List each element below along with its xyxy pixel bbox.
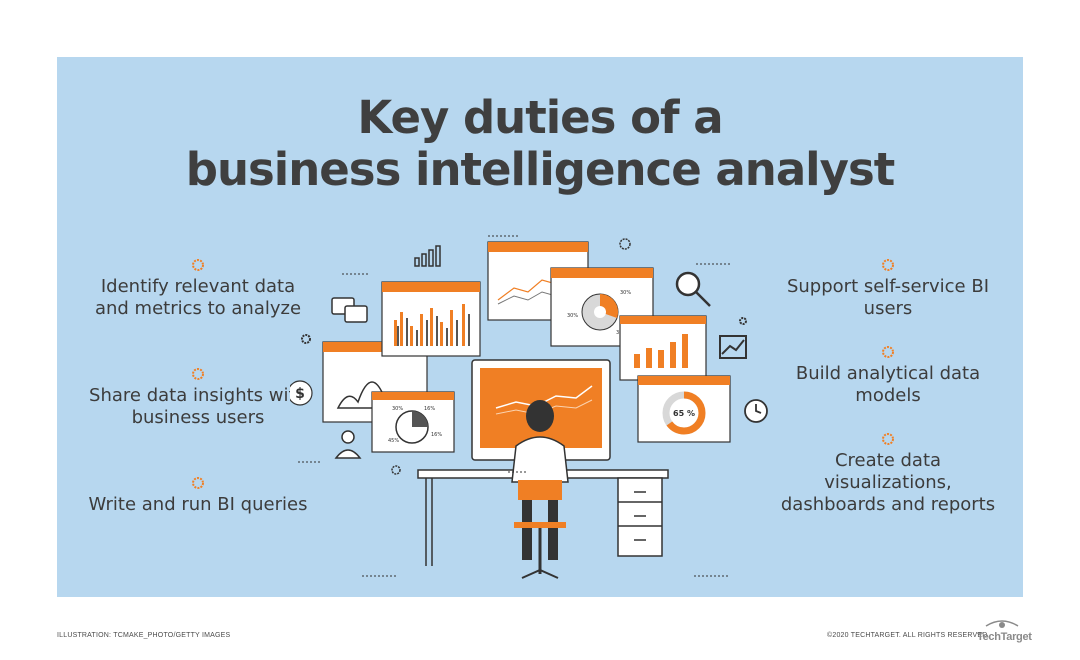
svg-text:45%: 45% — [388, 438, 399, 444]
duty-text: Support self-service BI users — [786, 276, 990, 319]
small-pie-window: 30% 16% 45% 16% — [371, 391, 455, 453]
donut-chart-window: 65 % — [637, 375, 731, 443]
title-line-1: Key duties of a — [357, 91, 723, 144]
dollar-icon: $ — [290, 380, 313, 406]
gear-icon — [739, 317, 747, 325]
duty-identify-metrics: Identify relevant data and metrics to an… — [88, 258, 308, 320]
duty-text: Share data insights with business users — [89, 385, 307, 428]
brand-name: TechTarget — [977, 631, 1032, 643]
bullet-icon — [192, 477, 204, 489]
gear-icon — [619, 238, 631, 250]
title-line-2: business intelligence analyst — [185, 143, 895, 196]
bullet-icon — [192, 259, 204, 271]
duty-write-queries: Write and run BI queries — [88, 476, 308, 516]
duty-text: Create data visualizations, dashboards a… — [780, 450, 996, 515]
gear-icon — [301, 334, 311, 344]
duty-text: Identify relevant data and metrics to an… — [94, 276, 302, 319]
dash-decoration — [298, 235, 730, 577]
techtarget-logo-icon — [985, 620, 1019, 628]
duty-build-models: Build analytical data models — [778, 345, 998, 407]
page-title: Key duties of a business intelligence an… — [0, 92, 1080, 196]
duty-text: Build analytical data models — [795, 363, 981, 406]
bar-icon — [414, 245, 441, 267]
bullet-icon — [192, 368, 204, 380]
analyst-figure — [511, 400, 569, 579]
svg-text:30%: 30% — [620, 290, 631, 296]
svg-text:16%: 16% — [424, 406, 435, 412]
illustration-credit: ILLUSTRATION: TCMAKE_PHOTO/GETTY IMAGES — [57, 632, 231, 639]
gear-icon — [391, 465, 401, 475]
bullet-icon — [882, 346, 894, 358]
duty-create-visualizations: Create data visualizations, dashboards a… — [778, 432, 998, 516]
bar-chart-window — [381, 281, 481, 357]
svg-text:30%: 30% — [567, 313, 578, 319]
trend-icon — [719, 335, 747, 359]
user-icon — [334, 430, 362, 459]
copyright-notice: ©2020 TECHTARGET. ALL RIGHTS RESERVED — [827, 632, 988, 639]
magnifier-icon — [675, 271, 711, 307]
bullet-icon — [882, 433, 894, 445]
analyst-illustration: $ — [290, 235, 768, 579]
svg-text:16%: 16% — [431, 432, 442, 438]
svg-text:65 %: 65 % — [673, 409, 695, 418]
svg-text:30%: 30% — [392, 406, 403, 412]
bullet-icon — [882, 259, 894, 271]
chat-bubbles-icon — [331, 297, 368, 323]
dollar-symbol: $ — [295, 386, 305, 402]
duty-text: Write and run BI queries — [88, 494, 308, 515]
duty-support-self-service: Support self-service BI users — [778, 258, 998, 320]
duty-share-insights: Share data insights with business users — [88, 367, 308, 429]
clock-icon — [744, 399, 768, 423]
growth-chart-window — [619, 315, 707, 381]
infographic-panel — [57, 57, 1023, 597]
